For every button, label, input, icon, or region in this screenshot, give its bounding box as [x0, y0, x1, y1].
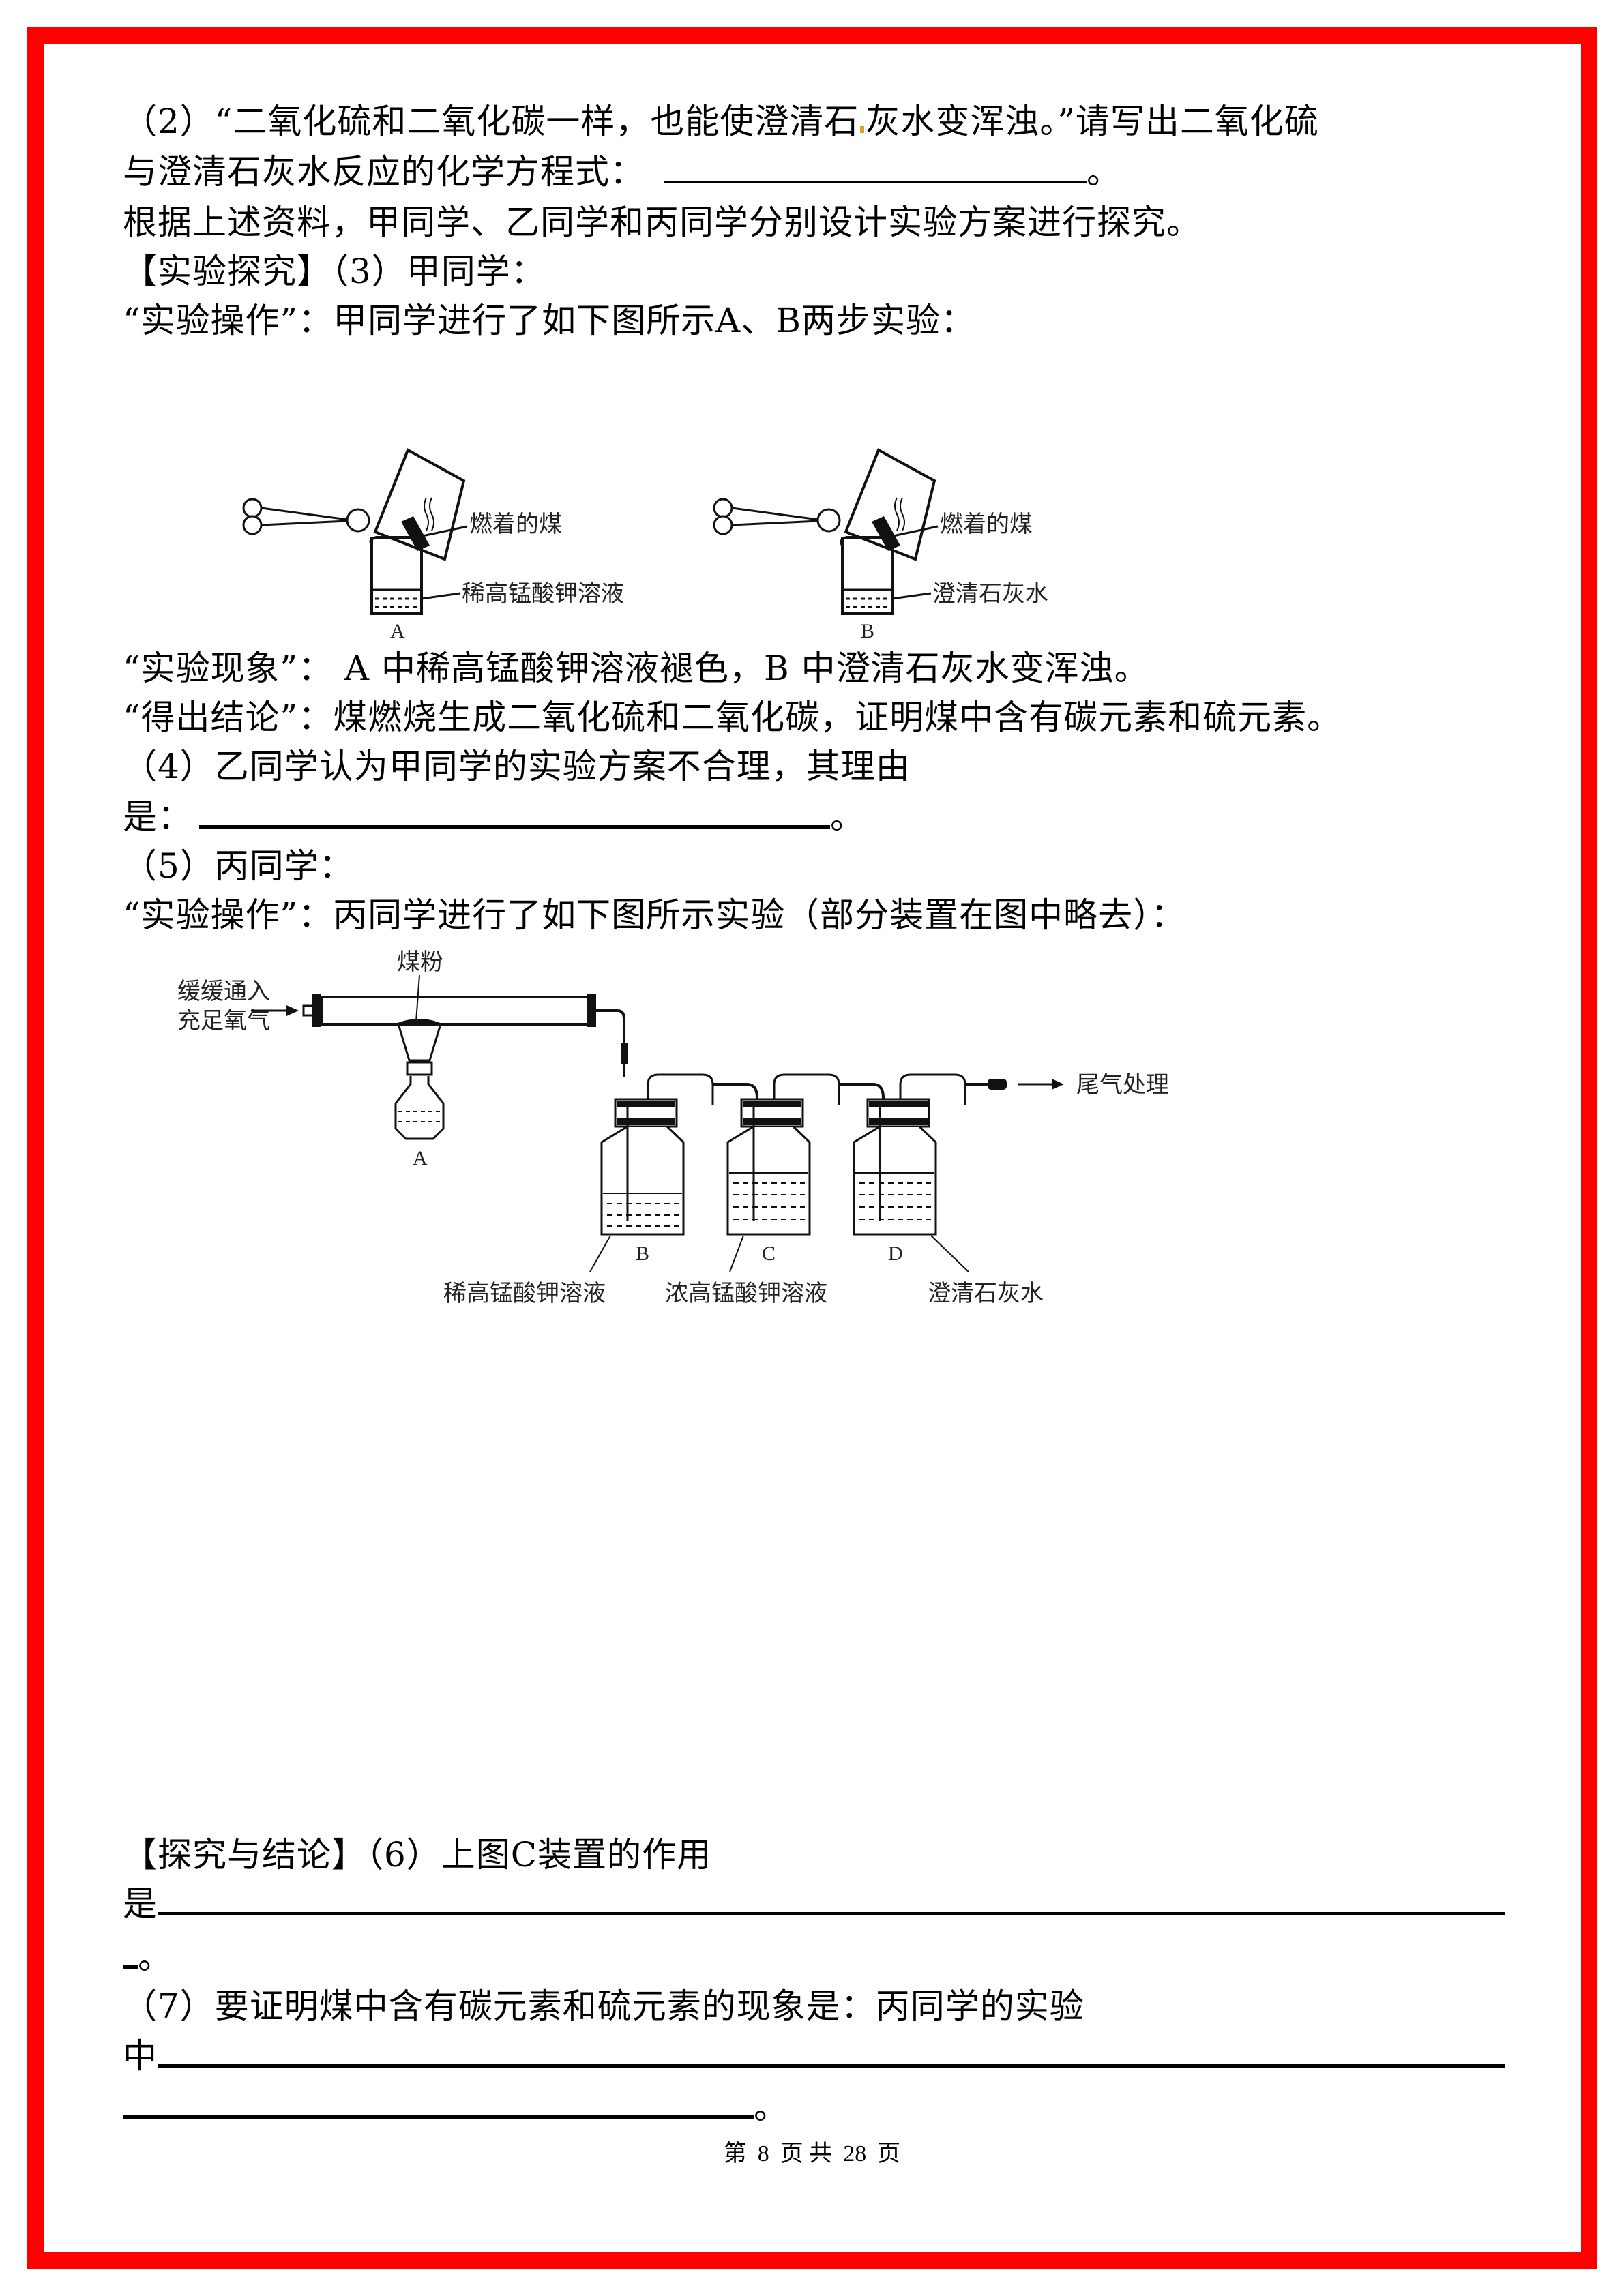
panel-b-top-label: 燃着的煤 [940, 511, 1033, 538]
q2-prompt: 与澄清石灰水反应的化学方程式： [123, 152, 645, 192]
inlet-label-2: 充足氧气 [177, 1007, 270, 1034]
q3-operation: “实验操作”：甲同学进行了如下图所示A、B两步实验： [123, 301, 975, 340]
lamp-letter: A [413, 1147, 428, 1169]
footer-mid: 页 共 [780, 2141, 833, 2166]
page-border [27, 27, 1597, 2269]
panel-a-top-label: 燃着的煤 [469, 511, 562, 538]
q6-line2: 是 [123, 1883, 1505, 1924]
bottle-b-label: 稀高锰酸钾溶液 [443, 1280, 606, 1307]
inlet-label-1: 缓缓通入 [177, 978, 270, 1005]
q6-end-mark: 。 [138, 1937, 173, 1977]
q7-line1: （7）要证明煤中含有碳元素和硫元素的现象是：丙同学的实验 [123, 1986, 1084, 2026]
footer-current-page: 8 [757, 2141, 769, 2166]
q3-conclusion: “得出结论”：煤燃烧生成二氧化硫和二氧化碳，证明煤中含有碳元素和硫元素。 [123, 698, 1342, 737]
figure-apparatus: 缓缓通入 充足氧气 煤粉 A B 稀高锰酸钾溶液 [177, 949, 1169, 1307]
q5-operation: “实验操作”：丙同学进行了如下图所示实验（部分装置在图中略去）： [123, 895, 1186, 935]
footer-prefix: 第 [723, 2141, 747, 2166]
panel-a-bottom-label: 稀高锰酸钾溶液 [462, 580, 624, 608]
q6-answer-blank-tail[interactable] [123, 1965, 138, 1969]
bottle-d-label: 澄清石灰水 [928, 1280, 1044, 1307]
stray-mark [860, 126, 865, 133]
bottle-c-label: 浓高锰酸钾溶液 [665, 1280, 827, 1307]
q2-end-mark: 。 [1087, 152, 1121, 192]
figure-combustion-ab: 燃着的煤 稀高锰酸钾溶液 A 燃着的煤 澄清石灰水 B [242, 448, 1048, 641]
q6-answer-blank[interactable] [158, 1911, 1505, 1915]
q2-line1: （2）“二氧化硫和二氧化碳一样，也能使澄清石灰水变浑浊。”请写出二氧化硫 [123, 101, 1319, 142]
q7-prefix: 中 [123, 2036, 158, 2076]
panel-b: 燃着的煤 澄清石灰水 B [713, 448, 1048, 641]
exhaust-label: 尾气处理 [1076, 1071, 1169, 1099]
panel-a-letter: A [390, 620, 405, 641]
q3-heading: 【实验探究】（3）甲同学： [123, 252, 546, 291]
q7-line2: 中 [123, 2036, 1505, 2076]
bottle-c-letter: C [762, 1242, 776, 1265]
q4-line2: 是： 。 [123, 796, 865, 837]
powder-label: 煤粉 [397, 949, 443, 976]
q4-prefix: 是： [123, 797, 192, 837]
q3-phenomenon: “实验现象”： A 中稀高锰酸钾溶液褪色，B 中澄清石灰水变浑浊。 [123, 648, 1149, 688]
q2-text-a: （2）“二氧化硫和二氧化碳一样，也能使澄清石 [123, 102, 859, 141]
q7-answer-blank[interactable] [158, 2063, 1505, 2068]
q5-heading: （5）丙同学： [123, 846, 354, 886]
bottle-d-letter: D [888, 1242, 903, 1265]
footer-total-pages: 28 [843, 2141, 867, 2166]
panel-b-letter: B [861, 620, 874, 641]
intro-line: 根据上述资料，甲同学、乙同学和丙同学分别设计实验方案进行探究。 [123, 203, 1201, 242]
q2-text-b: 灰水变浑浊。”请写出二氧化硫 [866, 102, 1319, 141]
panel-b-bottom-label: 澄清石灰水 [932, 580, 1048, 608]
q6-prefix: 是 [123, 1884, 158, 1924]
bottle-d: D 澄清石灰水 [853, 1073, 1044, 1307]
q4-line1: （4）乙同学认为甲同学的实验方案不合理，其理由 [123, 747, 911, 786]
q4-end-mark: 。 [830, 797, 865, 837]
q7-answer-blank-tail[interactable] [123, 2115, 754, 2119]
q2-line2: 与澄清石灰水反应的化学方程式： 。 [123, 151, 1121, 192]
bottle-b: B 稀高锰酸钾溶液 [443, 1073, 714, 1307]
bottle-c: C 浓高锰酸钾溶液 [665, 1073, 840, 1307]
panel-a: 燃着的煤 稀高锰酸钾溶液 A [242, 448, 624, 641]
q4-answer-blank[interactable] [199, 824, 830, 829]
q7-end-mark: 。 [754, 2087, 788, 2127]
q6-line3: 。 [123, 1937, 173, 1978]
bottle-b-letter: B [636, 1242, 649, 1265]
q2-answer-blank[interactable] [664, 181, 1087, 183]
q6-line1: 【探究与结论】（6）上图C装置的作用 [123, 1835, 712, 1875]
footer-suffix: 页 [877, 2141, 901, 2166]
q7-line3: 。 [123, 2087, 788, 2128]
